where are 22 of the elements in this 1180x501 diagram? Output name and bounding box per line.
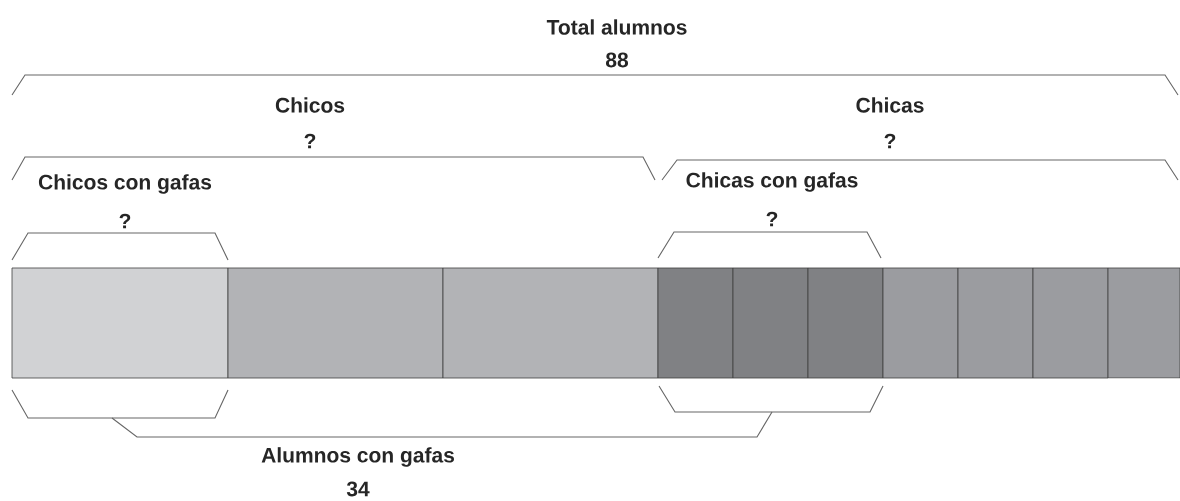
bar-segment	[227, 267, 444, 379]
bracket-label: Alumnos con gafas	[261, 447, 454, 467]
bracket-label: Total alumnos	[546, 19, 687, 35]
bar-segment	[957, 267, 1034, 379]
bar-segment	[442, 267, 659, 379]
bar-segment	[882, 267, 959, 379]
bar-segment	[1032, 267, 1109, 379]
bracket-label: ?	[884, 133, 896, 149]
bracket-label: ?	[119, 213, 131, 229]
bracket-label: 88	[606, 52, 629, 68]
bar-segment	[732, 267, 809, 379]
bar-segment	[11, 267, 229, 379]
bracket-label: Chicas	[856, 97, 924, 113]
bracket-label: Chicos	[275, 97, 345, 113]
bracket-label: ?	[766, 211, 778, 227]
bracket-label: Chicos con gafas	[38, 174, 212, 194]
bar-segment	[1107, 267, 1180, 379]
bar-segment	[807, 267, 884, 379]
bar-segment	[657, 267, 734, 379]
bracket-label: 34	[346, 481, 370, 497]
bracket-label: Chicas con gafas	[686, 172, 858, 192]
bracket-label: ?	[304, 133, 316, 149]
